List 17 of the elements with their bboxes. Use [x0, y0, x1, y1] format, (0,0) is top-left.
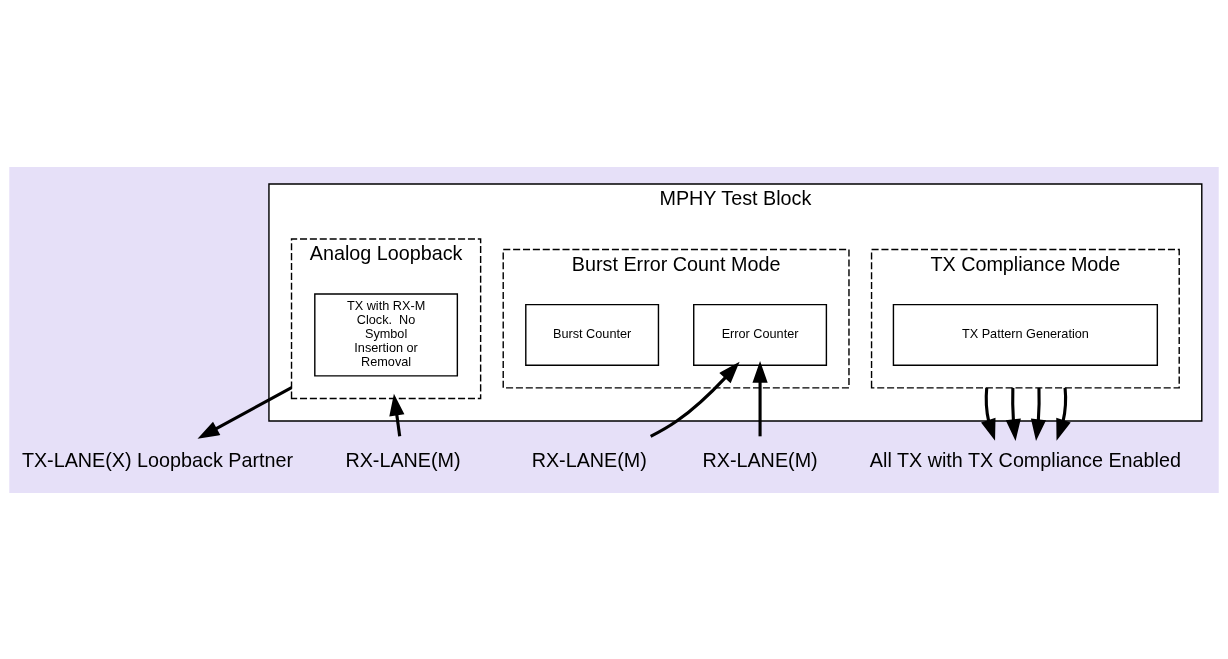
- arrow: [649, 361, 740, 438]
- node-text: RX-LANE(M): [531, 448, 647, 471]
- arrow: [389, 393, 405, 436]
- arrow: [1056, 387, 1071, 441]
- arrow: [981, 387, 996, 441]
- node-box: Error Counter: [693, 303, 828, 366]
- node-text: RX-LANE(M): [345, 448, 461, 471]
- node-text: RX-LANE(M): [702, 448, 818, 471]
- node-box: TX Pattern Generation: [892, 303, 1159, 366]
- arrow: [1005, 387, 1021, 441]
- node-text: TX-LANE(X) Loopback Partner: [21, 448, 294, 471]
- node-box: TX with RX-M Clock. No Symbol Insertion or Removal: [314, 292, 459, 377]
- arrow: [1030, 387, 1047, 441]
- arrow: [752, 360, 768, 436]
- arrow: [197, 385, 293, 439]
- node-text: All TX with TX Compliance Enabled: [869, 448, 1181, 471]
- node-box: Burst Counter: [525, 303, 660, 366]
